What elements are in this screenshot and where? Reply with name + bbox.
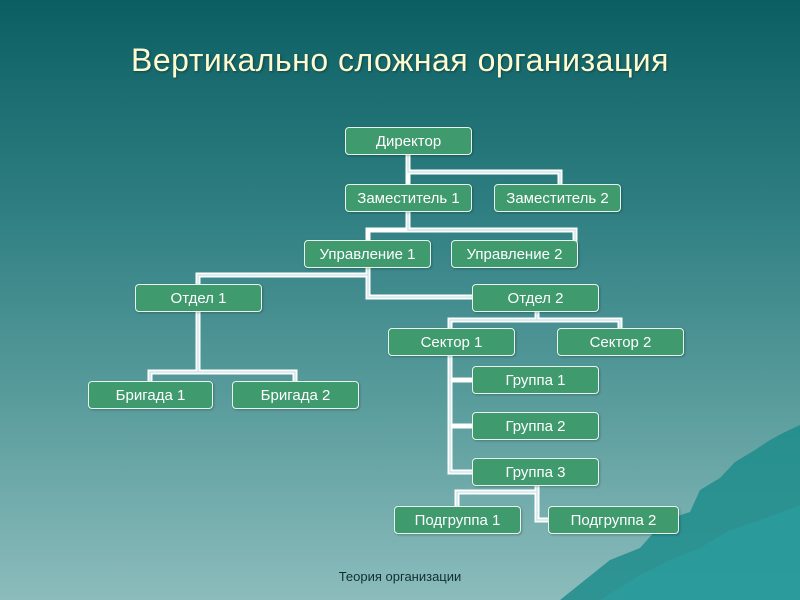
connector-division2-sector2 [534,317,623,331]
node-group1: Группа 1 [472,366,599,394]
node-director: Директор [345,127,472,155]
node-subgroup1: Подгруппа 1 [394,506,521,534]
connector-deputy1-mgmt2 [405,209,578,243]
node-subgroup2: Подгруппа 2 [548,506,679,534]
connector-group3-subgroup2 [534,489,551,523]
node-group2: Группа 2 [472,412,599,440]
node-sector2: Сектор 2 [557,328,684,356]
node-brigade2: Бригада 2 [232,381,359,409]
node-group3: Группа 3 [472,458,599,486]
node-mgmt2: Управление 2 [451,240,578,268]
node-mgmt1: Управление 1 [304,240,431,268]
node-sector1: Сектор 1 [388,328,515,356]
connector-division1-brigade2 [195,369,298,384]
node-brigade1: Бригада 1 [88,381,213,409]
node-deputy2: Заместитель 2 [494,184,621,212]
connector-mgmt1-division1 [195,265,371,287]
connector-division1-brigade1 [147,308,201,384]
connector-mgmt1-division2 [365,272,475,300]
footer-caption: Теория организации [338,569,462,584]
connector-sector1-group3 [447,353,475,475]
node-division2: Отдел 2 [472,284,599,312]
page-title: Вертикально сложная организация [131,42,669,78]
node-division1: Отдел 1 [135,284,262,312]
connector-director-deputy2 [405,152,563,187]
node-deputy1: Заместитель 1 [345,184,472,212]
connector-group3-subgroup1 [454,483,540,509]
